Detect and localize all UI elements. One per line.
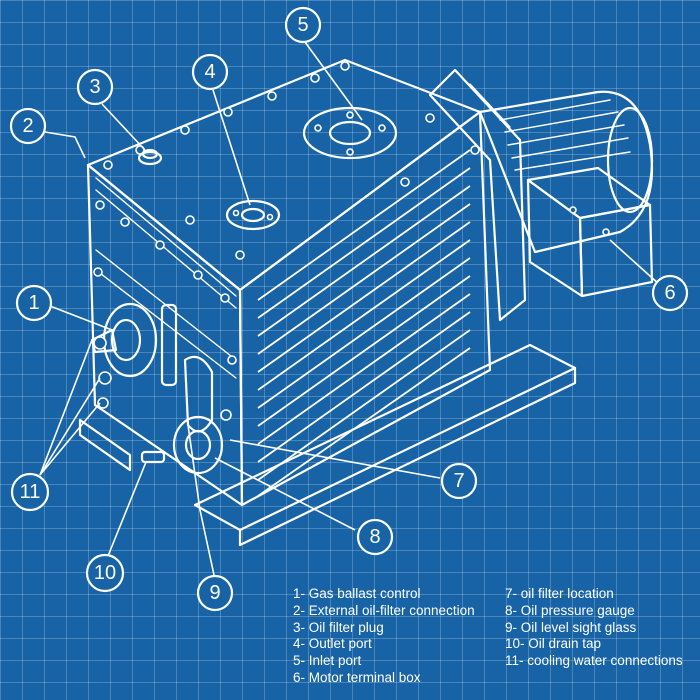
legend-item: 6- Motor terminal box xyxy=(293,669,421,685)
callout-label-2: 2 xyxy=(22,115,33,137)
legend-column-right: 7- oil filter location 8- Oil pressure g… xyxy=(505,586,683,670)
callout-circle-4 xyxy=(191,53,229,91)
callout-circle-3 xyxy=(76,68,114,106)
pump-body xyxy=(86,58,492,507)
callout-circle-9 xyxy=(196,574,234,612)
callout-label-10: 10 xyxy=(94,562,116,584)
callout-label-1: 1 xyxy=(28,292,39,314)
legend-item: 7- oil filter location xyxy=(505,586,614,601)
callout-label-3: 3 xyxy=(89,76,100,98)
oil-filter-plug xyxy=(137,148,163,166)
callout-label-5: 5 xyxy=(297,14,308,36)
coupling-housing xyxy=(428,68,527,322)
callout-circle-1 xyxy=(15,284,53,322)
drain-and-water-fittings xyxy=(93,336,166,464)
callout-label-11: 11 xyxy=(20,481,41,503)
inlet-port xyxy=(302,106,398,160)
legend-item: 11- cooling water connections xyxy=(505,653,683,669)
base-frame xyxy=(78,343,577,547)
legend-item: 5- Inlet port xyxy=(293,653,362,669)
callout-label-6: 6 xyxy=(664,282,675,304)
legend-item: 1- Gas ballast control xyxy=(293,586,421,601)
callout-label-9: 9 xyxy=(209,582,220,604)
callout-circle-5 xyxy=(284,6,322,44)
legend-item: 4- Outlet port xyxy=(293,636,372,652)
callout-circle-10 xyxy=(85,553,125,593)
legend-item: 3- Oil filter plug xyxy=(293,619,384,635)
motor-terminal-box xyxy=(526,166,654,298)
legend-column-left: 1- Gas ballast control 2- External oil-f… xyxy=(293,586,475,687)
callout-label-4: 4 xyxy=(204,61,215,83)
legend-item: 8- Oil pressure gauge xyxy=(505,602,635,618)
callouts: 1 2 3 4 5 6 7 8 9 10 11 xyxy=(9,6,689,612)
motor xyxy=(478,90,654,254)
oil-pressure-gauge xyxy=(172,409,232,475)
callout-label-7: 7 xyxy=(453,470,464,492)
cooling-fins xyxy=(257,149,471,497)
legend-item: 9- Oil level sight glass xyxy=(505,619,637,635)
callout-circle-11 xyxy=(10,472,50,512)
callout-circle-7 xyxy=(440,462,478,500)
callout-circle-6 xyxy=(651,274,689,312)
callout-label-8: 8 xyxy=(369,526,380,548)
legend-item: 10- Oil drain tap xyxy=(505,636,602,652)
outlet-port xyxy=(225,199,281,231)
callout-circle-2 xyxy=(9,107,47,145)
oil-level-sight-glass xyxy=(160,303,214,433)
callout-circle-8 xyxy=(356,518,394,556)
leader-lines xyxy=(39,41,661,576)
legend-item: 2- External oil-filter connection xyxy=(293,602,475,618)
